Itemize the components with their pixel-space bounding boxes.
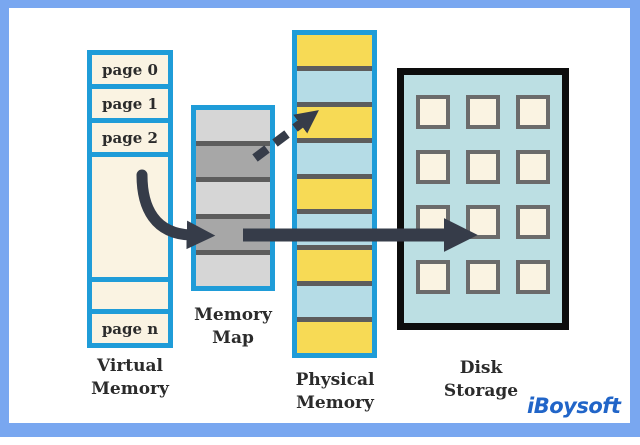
- memory-map-row-medium: [196, 218, 270, 250]
- disk-block-sq: [516, 260, 550, 294]
- disk-block-sq: [416, 150, 450, 184]
- virtual-memory-cell-big: [92, 157, 168, 277]
- memory-map-row-light: [196, 110, 270, 142]
- memory-map-label-line2: Map: [212, 328, 254, 349]
- physical-memory-row-yellow: [297, 106, 372, 138]
- disk-block-sq: [516, 205, 550, 239]
- physical-memory-row-yellow: [297, 250, 372, 282]
- virtual-memory-label-line2: Memory: [91, 379, 169, 400]
- virtual-memory-label: Virtual Memory: [65, 355, 195, 402]
- virtual-memory-column: page 0 page 1 page 2 page n: [87, 50, 173, 348]
- memory-map-row-light: [196, 182, 270, 214]
- disk-block-sq: [416, 95, 450, 129]
- disk-storage-label: Disk Storage: [421, 357, 541, 404]
- physical-memory-row-blue: [297, 142, 372, 174]
- virtual-memory-cell-small: [92, 282, 168, 309]
- disk-block-sq: [466, 150, 500, 184]
- disk-block-sq: [416, 205, 450, 239]
- physical-memory-row-yellow: [297, 178, 372, 210]
- memory-map-label: Memory Map: [173, 304, 293, 351]
- memory-map-label-line1: Memory: [194, 305, 272, 325]
- disk-block-sq: [466, 95, 500, 129]
- physical-memory-row-blue: [297, 70, 372, 102]
- physical-memory-row-blue: [297, 286, 372, 318]
- physical-memory-row-yellow: [297, 322, 372, 354]
- virtual-memory-label-line1: Virtual: [97, 356, 163, 376]
- physical-memory-row-yellow: [297, 35, 372, 66]
- physical-memory-row-blue: [297, 214, 372, 246]
- physical-memory-column: [292, 30, 377, 358]
- virtual-memory-cell-page: page n: [92, 314, 168, 343]
- physical-memory-label-line2: Memory: [296, 393, 374, 414]
- memory-map-row-light: [196, 254, 270, 287]
- virtual-memory-cell-page: page 1: [92, 89, 168, 118]
- disk-block-sq: [466, 205, 500, 239]
- disk-storage-box: [397, 68, 569, 330]
- memory-map-row-medium: [196, 146, 270, 178]
- disk-storage-label-line1: Disk: [459, 358, 503, 378]
- disk-block-sq: [516, 150, 550, 184]
- virtual-memory-cell-page: page 0: [92, 55, 168, 84]
- iboysoft-logo: iBoysoft: [527, 394, 621, 418]
- memory-map-column: [191, 105, 275, 291]
- physical-memory-label: Physical Memory: [275, 369, 395, 416]
- virtual-memory-cell-page: page 2: [92, 123, 168, 152]
- disk-block-sq: [516, 95, 550, 129]
- disk-block-sq: [416, 260, 450, 294]
- physical-memory-label-line1: Physical: [295, 370, 375, 390]
- disk-storage-label-line2: Storage: [443, 381, 519, 402]
- disk-block-sq: [466, 260, 500, 294]
